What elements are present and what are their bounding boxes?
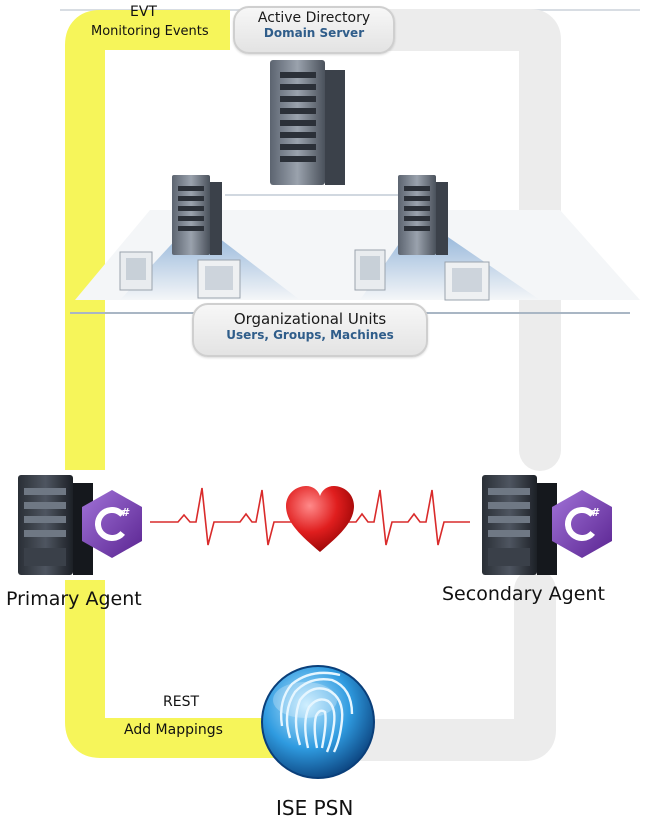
workstation-1 <box>119 251 153 291</box>
return-path <box>309 9 561 761</box>
right-server <box>398 175 448 255</box>
evt-label: EVT <box>130 4 157 20</box>
primary-csharp-icon: # <box>82 490 142 558</box>
primary-agent-label: Primary Agent <box>6 588 142 610</box>
active-directory-pill: Active Directory Domain Server <box>233 6 395 54</box>
rest-sub-label: Add Mappings <box>124 722 223 738</box>
domain-server-tower <box>270 60 345 185</box>
heartbeat-left <box>150 487 298 546</box>
secondary-agent-label: Secondary Agent <box>442 583 605 605</box>
active-directory-subtitle: Domain Server <box>263 26 365 40</box>
workstation-3 <box>354 249 386 291</box>
rest-path <box>65 580 275 758</box>
evt-sub-label: Monitoring Events <box>91 24 209 39</box>
fingerprint-icon <box>261 665 375 779</box>
workstation-4 <box>444 261 490 301</box>
ise-psn-label: ISE PSN <box>276 796 354 820</box>
heartbeat-right <box>342 489 470 546</box>
evt-path <box>65 10 230 470</box>
left-server <box>172 175 222 255</box>
org-units-pill: Organizational Units Users, Groups, Mach… <box>192 303 428 357</box>
heart-icon <box>286 486 354 552</box>
svg-text:#: # <box>121 506 130 519</box>
org-units-title: Organizational Units <box>233 310 387 328</box>
org-units-subtitle: Users, Groups, Machines <box>226 328 394 342</box>
secondary-agent-server <box>482 475 557 575</box>
svg-text:#: # <box>591 506 600 519</box>
rest-label: REST <box>163 694 200 710</box>
active-directory-title: Active Directory <box>257 10 371 26</box>
workstation-2 <box>197 259 241 299</box>
primary-agent-server <box>18 475 93 575</box>
secondary-csharp-icon: # <box>552 490 612 558</box>
